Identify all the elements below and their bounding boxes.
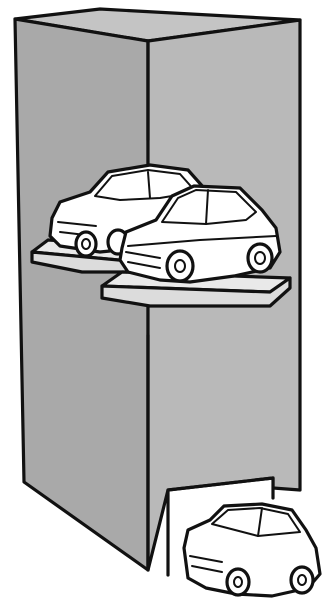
- car-exiting-wheel-rear: [291, 567, 313, 593]
- car-front-wheel-rear: [248, 244, 272, 272]
- car-front-wheel-front: [167, 251, 193, 281]
- car-exiting-wheel-front: [227, 569, 249, 595]
- car-back-wheel-front: [76, 232, 96, 256]
